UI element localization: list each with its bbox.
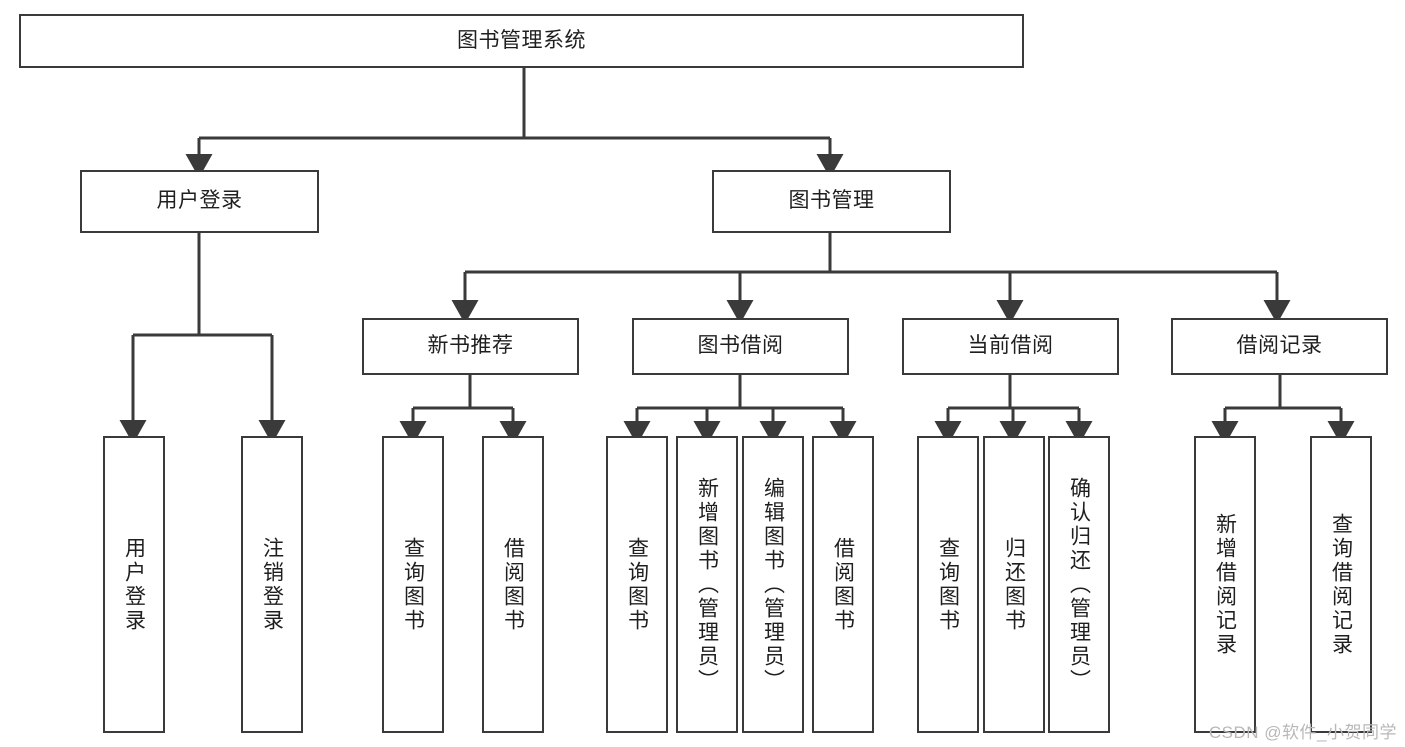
node-book-borrow[interactable]: 图书借阅 — [632, 318, 849, 375]
leaf-current-confirm-return-label: 确认归还（管理员） — [1067, 476, 1091, 693]
leaf-user-login-signin-label: 用户登录 — [122, 536, 146, 633]
leaf-records-query-label: 查询借阅记录 — [1329, 512, 1353, 657]
leaf-current-query-label: 查询图书 — [936, 536, 960, 633]
node-user-login-label: 用户登录 — [156, 189, 243, 213]
leaf-user-login-signout[interactable]: 注销登录 — [241, 436, 303, 733]
node-borrow-records-label: 借阅记录 — [1236, 334, 1323, 358]
leaf-new-books-borrow[interactable]: 借阅图书 — [482, 436, 544, 733]
node-book-borrow-label: 图书借阅 — [697, 334, 784, 358]
node-book-management[interactable]: 图书管理 — [712, 170, 951, 233]
node-new-book-recommend-label: 新书推荐 — [427, 334, 514, 358]
csdn-watermark: CSDN @软件_小贺同学 — [1208, 723, 1397, 742]
leaf-new-books-query[interactable]: 查询图书 — [382, 436, 444, 733]
leaf-user-login-signout-label: 注销登录 — [260, 536, 284, 633]
node-current-borrow[interactable]: 当前借阅 — [902, 318, 1119, 375]
leaf-borrow-add-book-label: 新增图书（管理员） — [695, 476, 719, 693]
leaf-borrow-borrow-book[interactable]: 借阅图书 — [812, 436, 874, 733]
leaf-borrow-query[interactable]: 查询图书 — [606, 436, 668, 733]
node-current-borrow-label: 当前借阅 — [967, 334, 1054, 358]
leaf-records-query[interactable]: 查询借阅记录 — [1310, 436, 1372, 733]
leaf-new-books-query-label: 查询图书 — [401, 536, 425, 633]
leaf-new-books-borrow-label: 借阅图书 — [501, 536, 525, 633]
leaf-records-add[interactable]: 新增借阅记录 — [1194, 436, 1256, 733]
node-book-management-label: 图书管理 — [788, 189, 875, 213]
leaf-records-add-label: 新增借阅记录 — [1213, 512, 1237, 657]
leaf-borrow-edit-book[interactable]: 编辑图书（管理员） — [742, 436, 804, 733]
leaf-borrow-add-book[interactable]: 新增图书（管理员） — [676, 436, 738, 733]
leaf-current-return[interactable]: 归还图书 — [983, 436, 1045, 733]
leaf-borrow-edit-book-label: 编辑图书（管理员） — [761, 476, 785, 693]
node-user-login[interactable]: 用户登录 — [80, 170, 319, 233]
node-new-book-recommend[interactable]: 新书推荐 — [362, 318, 579, 375]
leaf-current-return-label: 归还图书 — [1002, 536, 1026, 633]
leaf-current-confirm-return[interactable]: 确认归还（管理员） — [1048, 436, 1110, 733]
node-root-label: 图书管理系统 — [457, 28, 586, 52]
node-root[interactable]: 图书管理系统 — [19, 14, 1024, 68]
leaf-borrow-query-label: 查询图书 — [625, 536, 649, 633]
leaf-borrow-borrow-book-label: 借阅图书 — [831, 536, 855, 633]
leaf-current-query[interactable]: 查询图书 — [917, 436, 979, 733]
leaf-user-login-signin[interactable]: 用户登录 — [103, 436, 165, 733]
node-borrow-records[interactable]: 借阅记录 — [1171, 318, 1388, 375]
